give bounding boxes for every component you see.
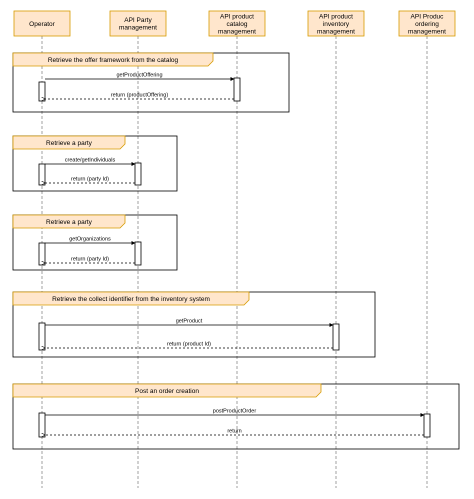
participant-label: ordering [415,21,439,28]
activation-ordering [423,413,431,438]
call-label: create/getIndividuals [65,158,116,164]
fragment-label-box [12,291,250,306]
call-label: getProductOffering [116,73,162,79]
fragment-label-box [12,135,126,150]
fragment-4: Retrieve the collect identifier from the… [12,291,376,358]
fragment-label-box [12,52,214,67]
activation-operator [38,81,46,102]
participant-label: API product [220,13,254,20]
interaction-fragments: Retrieve the offer framework from the ca… [12,52,460,450]
fragment-label: Retrieve the offer framework from the ca… [48,57,179,64]
return-label: return (party Id) [71,257,109,263]
call-label: getProduct [176,319,203,325]
return-label: return [227,429,241,435]
participant-label: API product [319,13,353,20]
fragment-label: Retrieve a party [46,219,93,226]
return-label: return (party Id) [71,177,109,183]
fragment-label: Post an order creation [135,388,199,395]
participant-box [109,10,167,37]
fragment-label: Retrieve the collect identifier from the… [52,296,210,303]
participant-box [398,10,456,37]
activation-operator [38,322,46,351]
activation-party [134,241,142,266]
activation-operator [38,242,46,266]
participant-box [13,10,71,37]
fragment-2: Retrieve a party create/getIndividuals ret… [12,135,178,192]
participant-box [307,10,365,37]
participant-label: management [218,28,256,35]
fragment-label-box [12,383,322,398]
participant-label: API Party [124,17,152,24]
participant-label: management [119,25,157,32]
call-label: getOrganizations [69,237,111,243]
return-label: return (product Id) [167,342,211,348]
participant-label: management [408,28,446,35]
fragment-label: Retrieve a party [46,140,93,147]
activation-operator [38,412,46,438]
activation-catalog [233,77,241,102]
fragment-5: Post an order creation postProductOrder re… [12,383,460,450]
participant-label: catalog [227,21,248,28]
return-label: return (productOffering) [111,93,169,99]
participant-label: inventory [323,21,350,28]
fragment-3: Retrieve a party getOrganizations return (… [12,214,178,271]
participant-label: management [317,28,355,35]
participant-box [208,10,266,37]
activation-inventory [332,323,340,351]
call-label: postProductOrder [213,409,257,415]
fragment-label-box [12,214,126,229]
participant-label: API Produc [411,13,445,20]
participant-label: Operator [29,21,55,28]
activation-party [134,162,142,186]
fragment-1: Retrieve the offer framework from the ca… [12,52,290,113]
activation-operator [38,163,46,186]
participant-operator: Operator [13,10,71,37]
